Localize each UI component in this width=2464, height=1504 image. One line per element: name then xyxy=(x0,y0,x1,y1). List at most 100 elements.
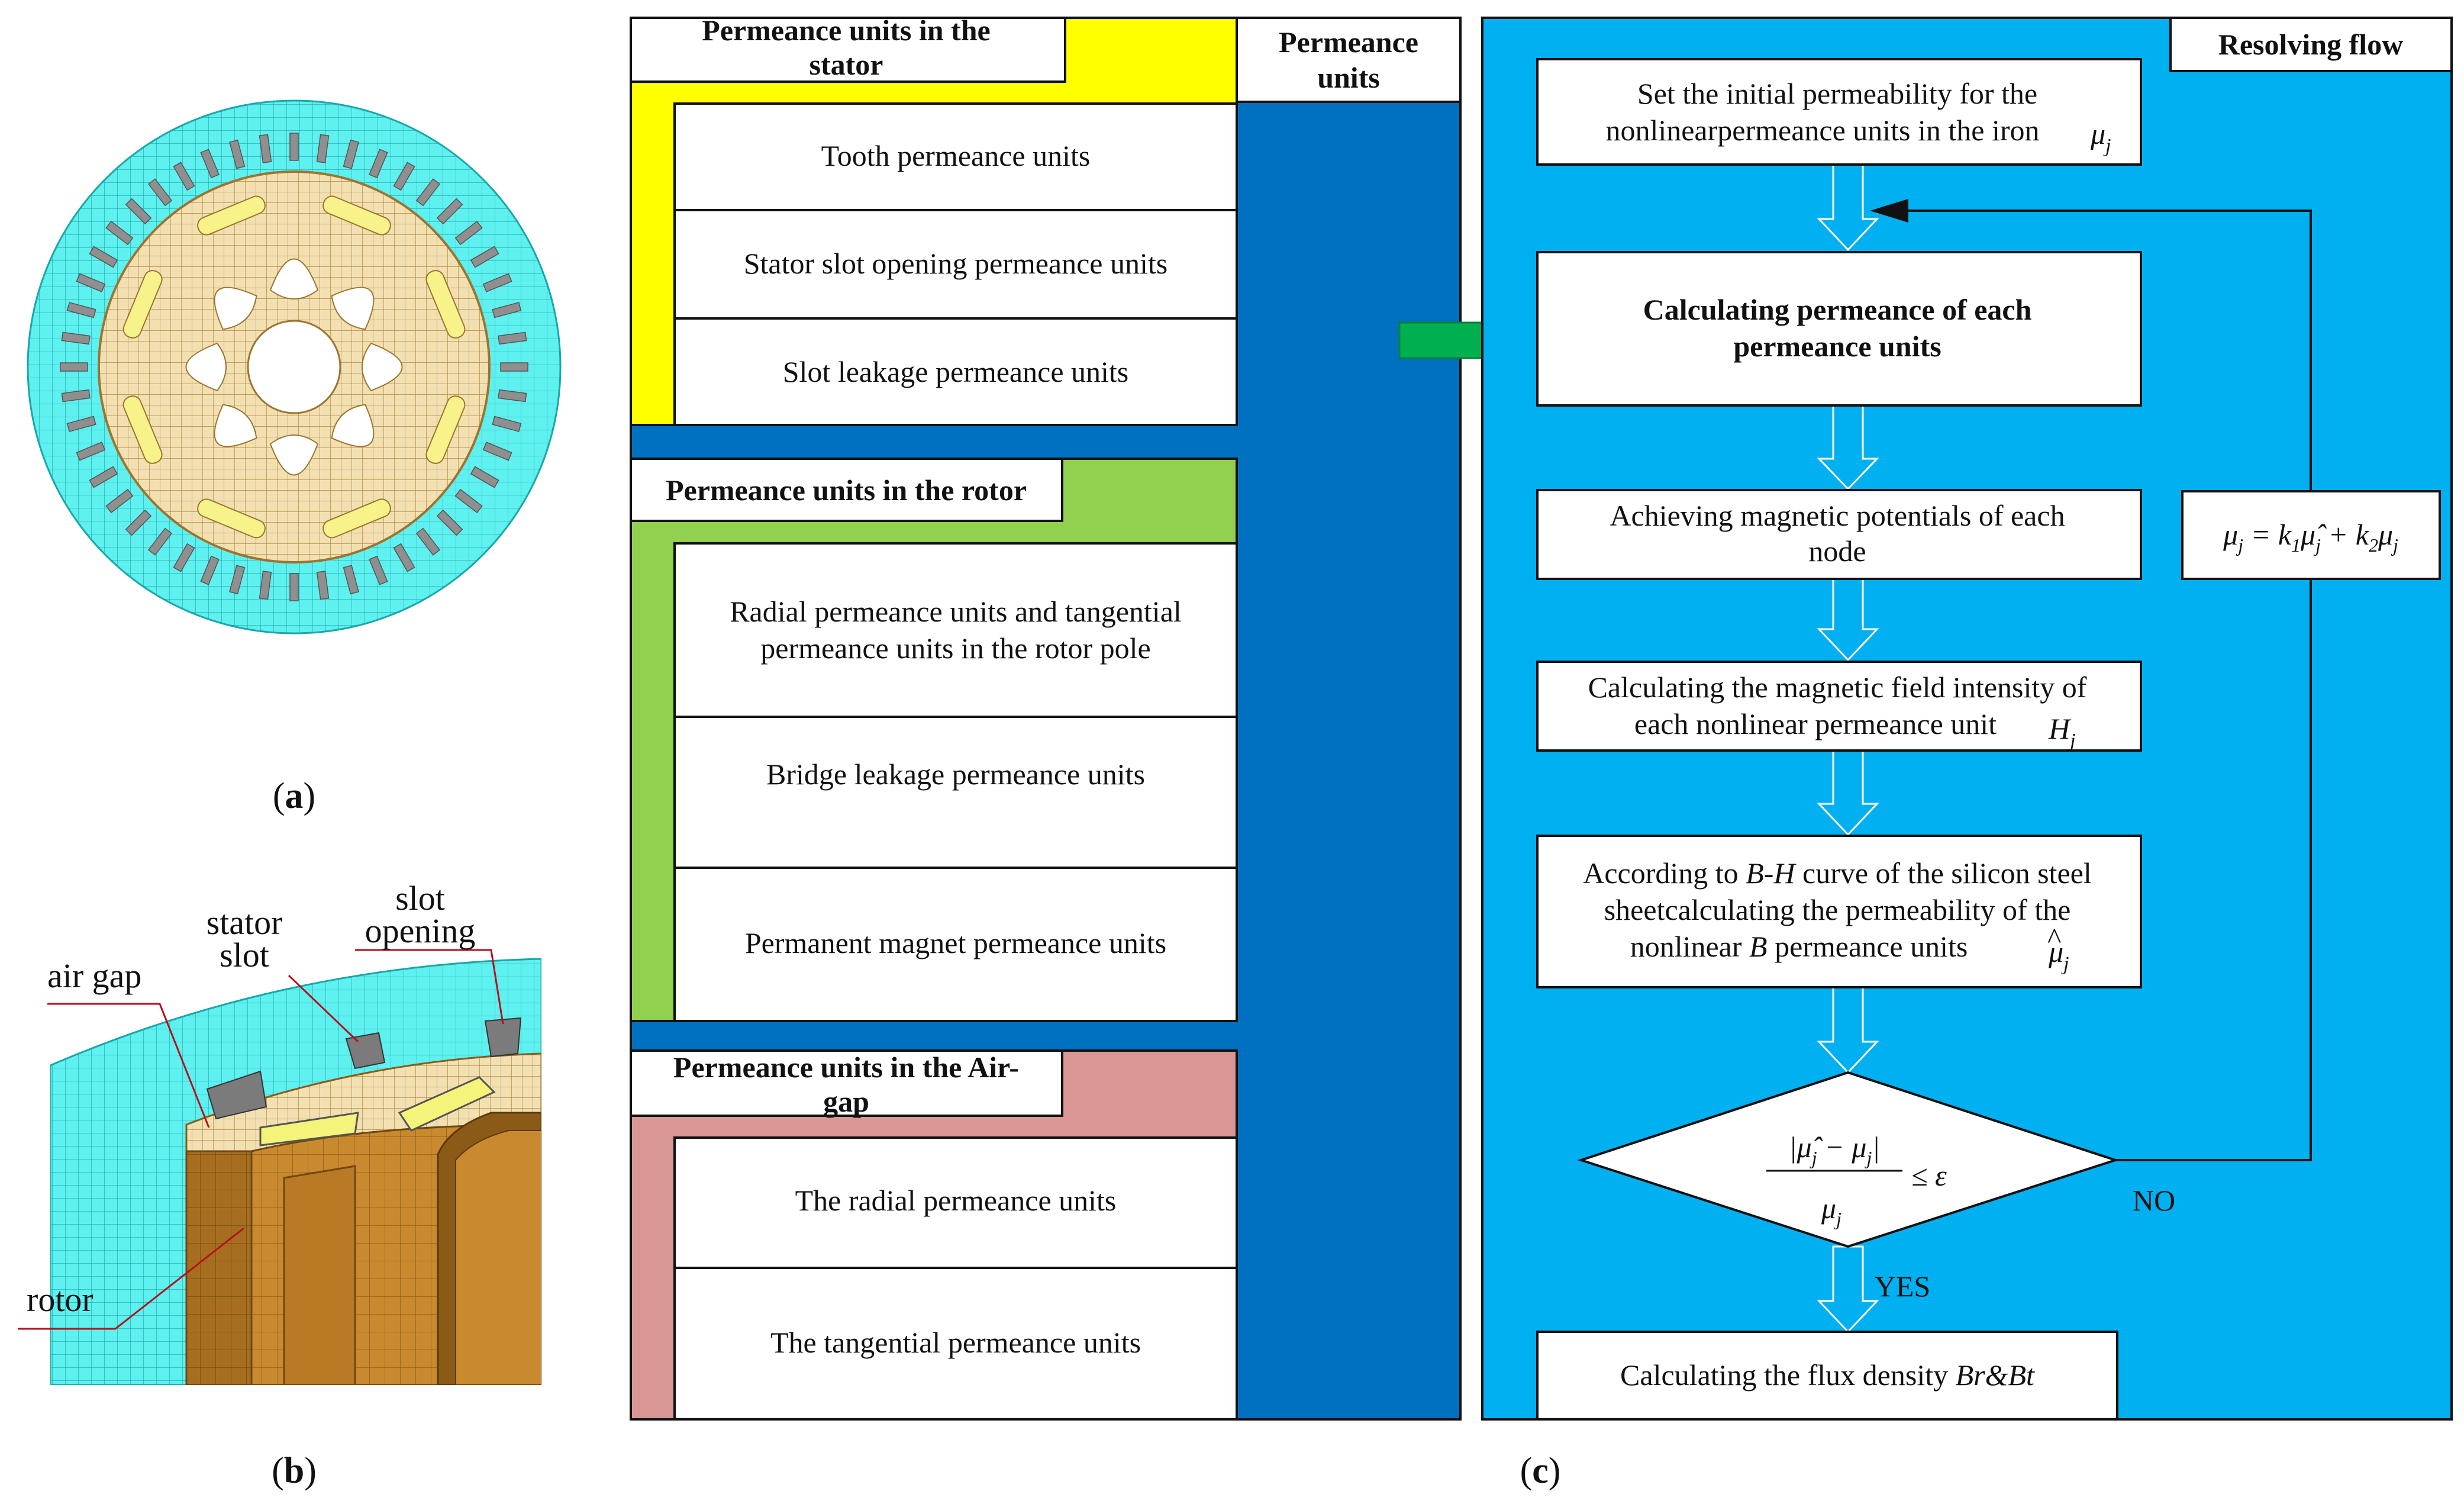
stator-slot xyxy=(369,149,388,179)
stator-slot xyxy=(200,555,220,585)
airgap-item-1-box xyxy=(673,1136,1238,1269)
flow-step-3-box xyxy=(1536,489,2142,580)
stator-slot-1 xyxy=(206,1070,267,1120)
flow-arrow-4 xyxy=(1817,749,1879,836)
stator-slot xyxy=(105,220,134,246)
stator-item-3-box xyxy=(673,317,1238,426)
stator-slot xyxy=(259,571,272,600)
stator-slot xyxy=(229,139,246,169)
stator-title-line1: Permeance units in the xyxy=(702,14,990,47)
rotor-cavity-inner xyxy=(455,1130,541,1385)
flow-step-2-line1: Calculating permeance of each xyxy=(1643,293,2032,326)
stator-slot xyxy=(436,198,463,225)
slot-opening-leader xyxy=(355,949,504,1025)
stator-slot xyxy=(89,246,118,268)
flow-step-3-line1: Achieving magnetic potentials of each xyxy=(1610,499,2065,532)
rotor-flux-barrier-hole xyxy=(331,286,375,330)
flow-arrow-2 xyxy=(1817,404,1879,491)
stator-slot xyxy=(498,389,527,402)
rotor-item-radial-line2: permeance units in the rotor pole xyxy=(760,632,1151,665)
stator-slot xyxy=(500,362,528,372)
rotor-magnet xyxy=(425,270,466,339)
flow-arrow-5 xyxy=(1817,986,1879,1074)
rotor-magnet xyxy=(322,498,391,539)
rotor-flux-barrier-hole xyxy=(214,286,257,330)
flow-step-1-line1: Set the initial permeability for the xyxy=(1637,77,2037,110)
rotor-item-radial-line1: Radial permeance units and tangential xyxy=(730,595,1182,628)
magnet-left xyxy=(259,1112,359,1146)
stator-item-slot-leakage: Slot leakage permeance units xyxy=(783,355,1129,388)
stator-slot xyxy=(393,162,415,191)
stator-slot xyxy=(316,134,330,163)
stator-item-slot-opening: Stator slot opening permeance units xyxy=(744,247,1168,280)
panel-a-caption: (a) xyxy=(273,776,315,816)
flow-final-text: Calculating the flux density Br&Bt xyxy=(1620,1358,2035,1392)
rotor-flux-barrier-hole xyxy=(362,342,403,392)
airgap-item-tangential: The tangential permeance units xyxy=(770,1326,1141,1359)
yes-label: YES xyxy=(1875,1270,1930,1303)
rotor-flux-barrier-hole xyxy=(185,342,227,392)
permeance-units-header-box xyxy=(1236,17,1462,103)
stator-slot xyxy=(105,488,134,514)
rotor-inner-pole xyxy=(283,1165,356,1385)
flow-arrow-6 xyxy=(1817,1245,1879,1334)
feedback-line xyxy=(1905,210,2312,1161)
flow-arrow-1 xyxy=(1817,163,1879,252)
decision-epsilon: ≤ ε xyxy=(1911,1159,1947,1192)
stator-slot xyxy=(393,543,415,572)
stator-slot xyxy=(454,220,483,246)
flow-step-4-line1: Calculating the magnetic field intensity… xyxy=(1588,671,2087,704)
update-formula-box xyxy=(2181,490,2441,580)
stator-title-line2: stator xyxy=(809,48,883,81)
permeance-units-header-line2: units xyxy=(1317,61,1380,94)
stator-slot xyxy=(470,246,499,268)
airgap-title-line1: Permeance units in the Air- xyxy=(673,1051,1019,1084)
rotor-leader xyxy=(18,1227,244,1330)
stator-slot xyxy=(173,543,195,572)
stator-slot xyxy=(173,162,195,191)
feedback-arrowhead xyxy=(1870,199,1908,223)
airgap-group-title-box xyxy=(630,1049,1063,1117)
rotor-flux-barrier-hole xyxy=(269,258,319,299)
stator-slot xyxy=(343,139,359,169)
stator-slot xyxy=(470,466,499,488)
no-label: NO xyxy=(2133,1184,2175,1217)
rotor-holes xyxy=(185,258,403,476)
air-gap-leader xyxy=(47,1003,210,1128)
stator-slot xyxy=(200,149,220,179)
stator-slot xyxy=(289,133,299,161)
shaft-hole xyxy=(247,320,341,414)
stator-slot xyxy=(492,302,522,318)
flow-step-1-box xyxy=(1536,58,2142,166)
stator-slot-leader xyxy=(288,974,359,1043)
stator-slot xyxy=(66,302,96,318)
flow-step-2-line2: permeance units xyxy=(1733,330,1941,363)
flow-step-5-box xyxy=(1536,835,2142,988)
rotor-item-magnet: Permanent magnet permeance units xyxy=(745,926,1166,959)
stator-slot xyxy=(343,565,359,595)
label-air-gap: air gap xyxy=(47,956,141,995)
stator-slot xyxy=(369,555,388,585)
rotor-flux-barrier-hole xyxy=(331,404,375,447)
flow-step-5-line3: nonlinear B permeance units xyxy=(1630,930,1968,963)
rotor-side-left xyxy=(185,1150,253,1385)
rotor-magnet xyxy=(425,395,466,464)
panel-b-motor-3d-section: air gap stator slot slot opening rotor (… xyxy=(18,879,541,1491)
rotor-magnet xyxy=(122,270,163,339)
flow-arrow-3 xyxy=(1817,578,1879,662)
label-slot-opening-1: slot xyxy=(395,879,445,917)
stator-slots xyxy=(60,133,528,601)
stator-slot xyxy=(229,565,246,595)
rotor-group-title-box xyxy=(630,458,1063,522)
stator-slot xyxy=(498,331,527,345)
flow-step-4-box xyxy=(1536,661,2142,752)
stator-slot xyxy=(125,509,152,536)
resolving-flow-header-box xyxy=(2169,17,2453,72)
airgap-item-2-box xyxy=(673,1267,1238,1421)
permeance-units-header-line1: Permeance xyxy=(1279,25,1418,59)
label-stator-slot-1: stator xyxy=(207,903,283,942)
rotor-title: Permeance units in the rotor xyxy=(666,474,1027,507)
stator-slot-3 xyxy=(484,1017,522,1058)
